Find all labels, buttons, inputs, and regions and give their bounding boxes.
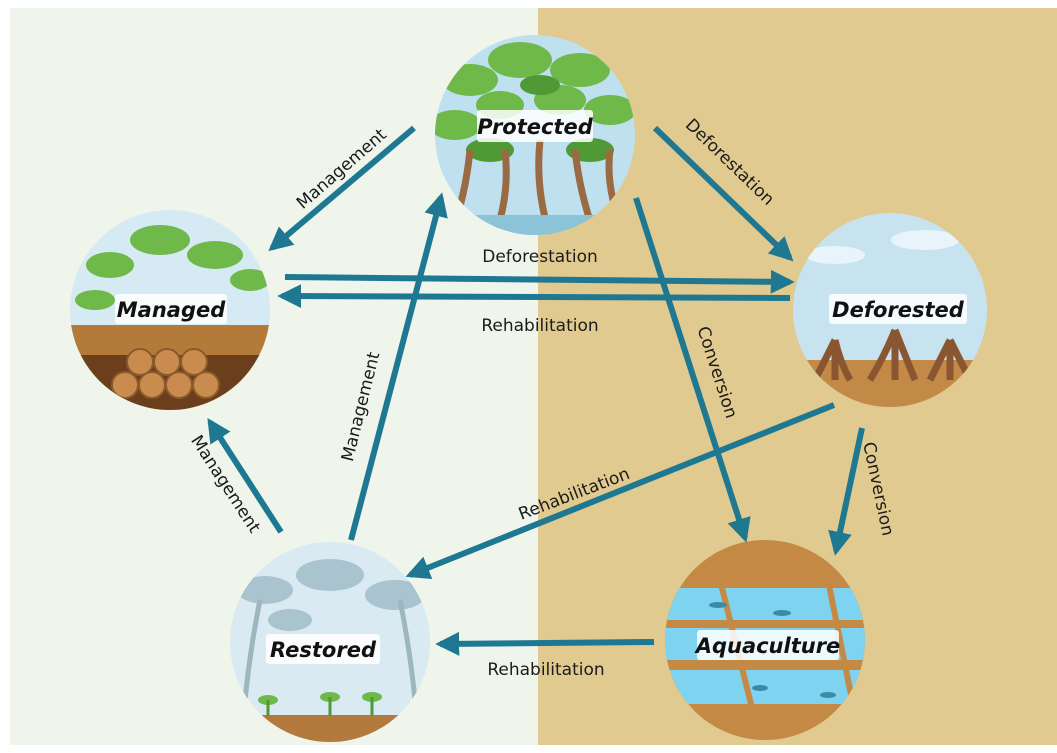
- arrow-deforested-to-managed: [277, 284, 791, 309]
- aquaculture-label: Aquaculture: [694, 634, 841, 658]
- edge-label-protected-to-deforested: Deforestation: [681, 115, 778, 210]
- arrow-protected-to-aquaculture: [633, 197, 751, 543]
- edge-label-protected-to-managed: Management: [293, 125, 391, 214]
- restored-label: Restored: [270, 638, 377, 662]
- deforested-label: Deforested: [832, 298, 965, 322]
- arrow-protected-to-deforested: [652, 125, 794, 262]
- node-protected: [435, 35, 635, 235]
- edge-label-managed-to-deforested: Deforestation: [482, 247, 598, 267]
- managed-label-box: [115, 294, 227, 324]
- edge-label-deforested-to-managed: Rehabilitation: [481, 316, 598, 336]
- restored-label-box: [266, 634, 380, 664]
- arrow-protected-to-managed: [268, 125, 416, 252]
- protected-label-box: [477, 110, 593, 142]
- deforested-label-box: [829, 294, 967, 324]
- aquaculture-label-box: [697, 630, 839, 660]
- node-aquaculture: [665, 540, 865, 740]
- protected-label: Protected: [477, 115, 594, 139]
- node-managed: [70, 210, 270, 410]
- edge-label-deforested-to-aquaculture: Conversion: [858, 440, 897, 537]
- arrow-managed-to-deforested: [284, 269, 795, 294]
- arrow-deforested-to-aquaculture: [828, 427, 865, 556]
- edge-label-aquaculture-to-restored: Rehabilitation: [487, 660, 604, 680]
- managed-label: Managed: [117, 298, 226, 322]
- arrow-deforested-to-restored: [405, 402, 836, 579]
- arrow-aquaculture-to-restored: [435, 631, 655, 656]
- arrow-restored-to-protected: [348, 192, 448, 541]
- arrow-restored-to-managed: [207, 417, 284, 534]
